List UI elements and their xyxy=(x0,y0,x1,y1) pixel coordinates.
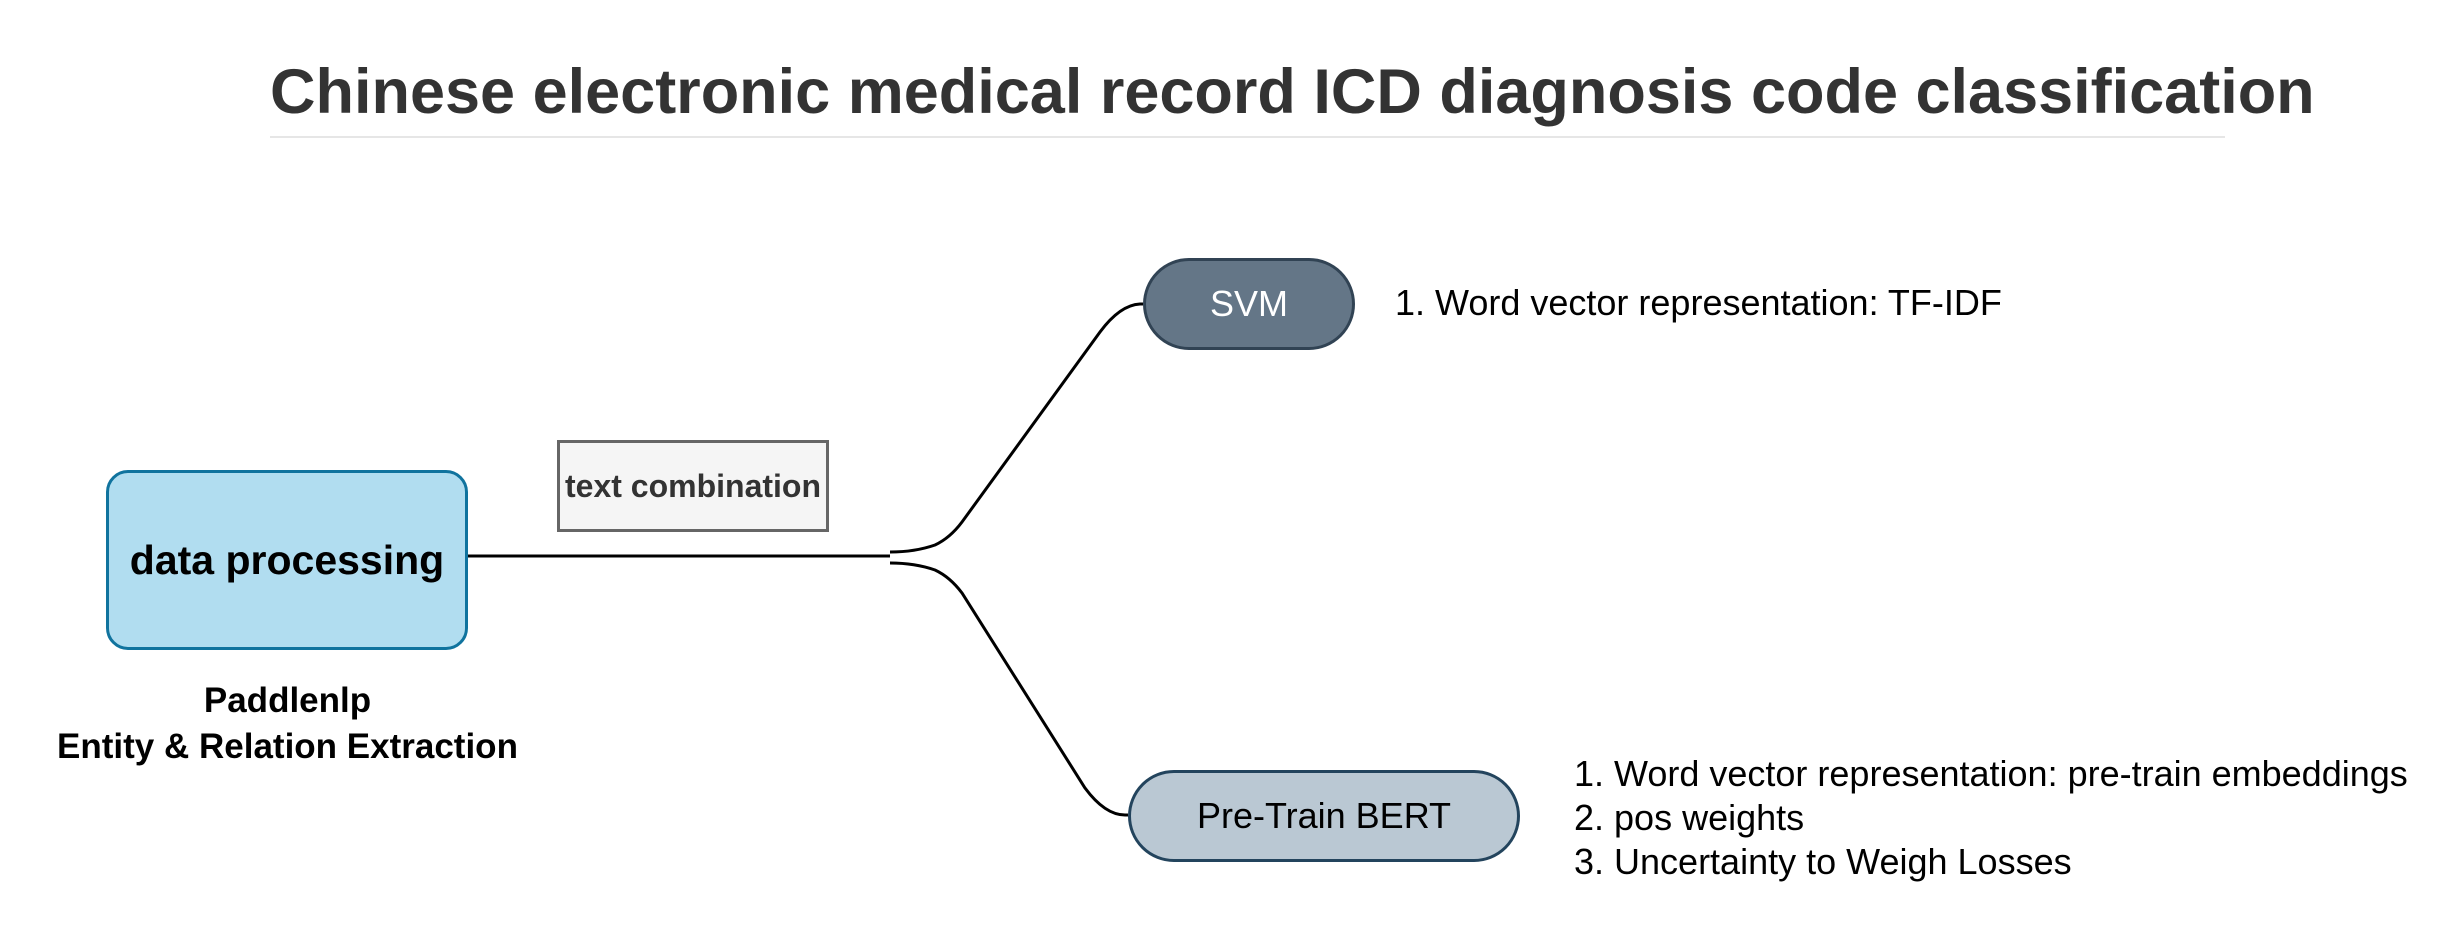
caption-line: Entity & Relation Extraction xyxy=(57,727,518,766)
data-processing-node[interactable]: data processing xyxy=(106,470,468,650)
bert-note-item: 1. Word vector representation: pre-train… xyxy=(1574,753,2408,794)
caption-line: Paddlenlp xyxy=(203,681,372,720)
data-processing-caption: Paddlenlp Entity & Relation Extraction xyxy=(20,678,555,770)
connector-to-svm xyxy=(889,302,1143,554)
bert-note-item: 3. Uncertainty to Weigh Losses xyxy=(1574,841,2072,882)
connector-to-bert xyxy=(889,561,1128,817)
bert-node[interactable]: Pre-Train BERT xyxy=(1128,770,1520,862)
diagram-title: Chinese electronic medical record ICD di… xyxy=(270,57,2315,127)
bert-note-item: 2. pos weights xyxy=(1574,797,1805,838)
text-combination-node[interactable]: text combination xyxy=(557,440,829,532)
svm-node[interactable]: SVM xyxy=(1143,258,1355,350)
svm-note: 1. Word vector representation: TF-IDF xyxy=(1395,282,2002,323)
title-divider xyxy=(270,136,2225,138)
bert-notes: 1. Word vector representation: pre-train… xyxy=(1574,752,2408,884)
